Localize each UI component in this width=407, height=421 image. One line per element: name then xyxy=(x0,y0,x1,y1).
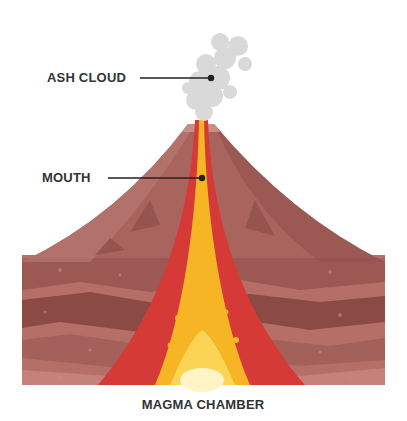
magma-bubbles xyxy=(168,310,240,348)
part-label: ASH CLOUD xyxy=(47,70,126,86)
cone-shade xyxy=(214,124,385,262)
magma-conduit xyxy=(98,120,305,385)
magma-core xyxy=(180,368,224,392)
magma-flow xyxy=(155,120,250,385)
leader-line xyxy=(140,77,210,79)
leader-lines xyxy=(108,75,214,181)
leader-dot xyxy=(208,75,214,81)
part-label: MAGMA CHAMBER xyxy=(142,397,265,413)
part-label: MOUTH xyxy=(42,170,91,186)
ash-cloud xyxy=(182,33,252,121)
leader-dot xyxy=(199,175,205,181)
leader-line xyxy=(108,177,201,179)
